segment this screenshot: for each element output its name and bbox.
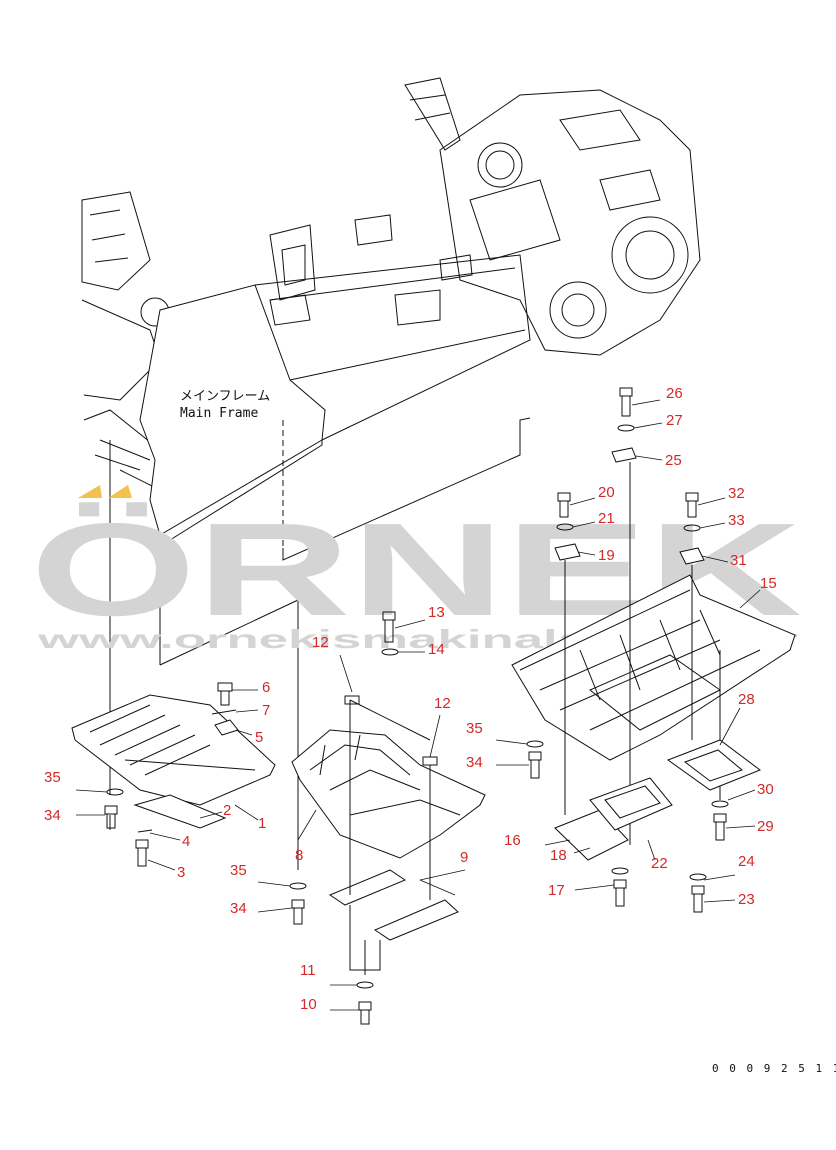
- part-label-28: 28: [738, 691, 755, 708]
- part-label-27: 27: [666, 412, 683, 429]
- part-label-25: 25: [665, 452, 682, 469]
- part-label-31: 31: [730, 552, 747, 569]
- part-label-33: 33: [728, 512, 745, 529]
- part-label-11: 11: [300, 962, 316, 979]
- guard-left-drawing: [71, 682, 276, 867]
- part-label-2: 2: [223, 802, 231, 819]
- part-label-9: 9: [460, 849, 468, 866]
- part-label-12-b: 12: [434, 695, 451, 712]
- part-label-26: 26: [666, 385, 683, 402]
- part-label-12-a: 12: [312, 634, 329, 651]
- part-label-8: 8: [295, 847, 303, 864]
- part-label-16: 16: [504, 832, 521, 849]
- frame-label-jp: メインフレーム: [180, 389, 270, 404]
- part-label-21: 21: [598, 510, 615, 527]
- part-labels: 26 27 25 20 21 19 32 33 31 15 13 14 12 1…: [44, 385, 777, 1013]
- part-label-34-c: 34: [466, 754, 483, 771]
- main-frame-drawing: [81, 77, 701, 541]
- part-label-34-b: 34: [230, 900, 247, 917]
- part-label-7: 7: [262, 702, 270, 719]
- part-label-35-a: 35: [44, 769, 61, 786]
- part-label-29: 29: [757, 818, 774, 835]
- part-label-13: 13: [428, 604, 445, 621]
- part-label-35-b: 35: [230, 862, 247, 879]
- document-number: 0 0 0 9 2 5 1 1: [712, 1062, 836, 1075]
- part-label-24: 24: [738, 853, 755, 870]
- part-label-15: 15: [760, 575, 777, 592]
- part-label-4: 4: [182, 833, 190, 850]
- reference-lines: [109, 417, 531, 870]
- part-label-23: 23: [738, 891, 755, 908]
- guard-right-drawing: [511, 387, 796, 913]
- part-label-5: 5: [255, 729, 263, 746]
- part-label-20: 20: [598, 484, 615, 501]
- part-label-30: 30: [757, 781, 774, 798]
- part-label-32: 32: [728, 485, 745, 502]
- watermark-accent-right: [108, 485, 132, 498]
- leader-lines: [75, 399, 761, 1011]
- part-label-18: 18: [550, 847, 567, 864]
- part-label-6: 6: [262, 679, 270, 696]
- part-label-14: 14: [428, 641, 445, 658]
- part-label-1: 1: [258, 815, 266, 832]
- part-label-35-c: 35: [466, 720, 483, 737]
- part-label-19: 19: [598, 547, 615, 564]
- part-label-17: 17: [548, 882, 565, 899]
- watermark-accent-left: [78, 485, 102, 498]
- part-label-10: 10: [300, 996, 317, 1013]
- part-label-34-a: 34: [44, 807, 61, 824]
- frame-label-en: Main Frame: [180, 406, 258, 421]
- part-label-22: 22: [651, 855, 668, 872]
- part-label-3: 3: [177, 864, 185, 881]
- guard-center-drawing: [289, 611, 486, 1025]
